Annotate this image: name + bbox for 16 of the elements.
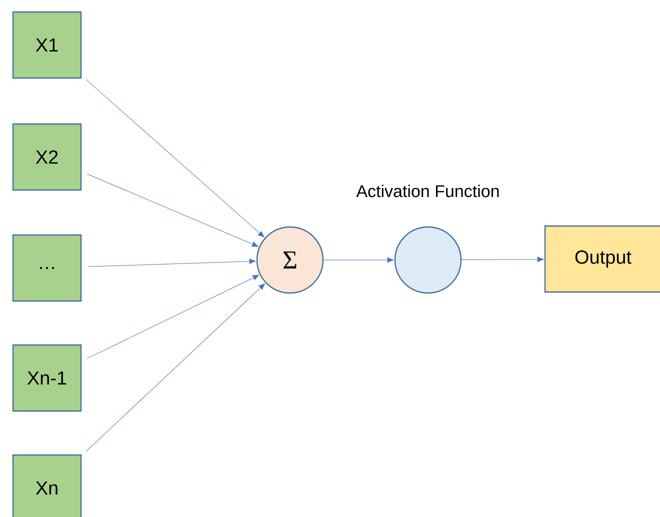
output-box: Output bbox=[544, 225, 660, 293]
arrow bbox=[86, 174, 258, 247]
arrow bbox=[86, 79, 264, 238]
arrow bbox=[86, 274, 260, 359]
input-box: X2 bbox=[12, 123, 82, 191]
input-box: Xn bbox=[12, 454, 82, 517]
node-caption: Activation Function bbox=[356, 184, 499, 198]
circle-node: Σ bbox=[256, 226, 324, 294]
arrow bbox=[323, 257, 394, 263]
circle-node bbox=[394, 226, 462, 294]
input-box: … bbox=[12, 234, 82, 302]
input-box: Xn-1 bbox=[12, 344, 82, 412]
arrow bbox=[461, 256, 544, 262]
input-box: X1 bbox=[12, 11, 82, 79]
arrow bbox=[86, 283, 266, 452]
arrow bbox=[87, 258, 256, 267]
